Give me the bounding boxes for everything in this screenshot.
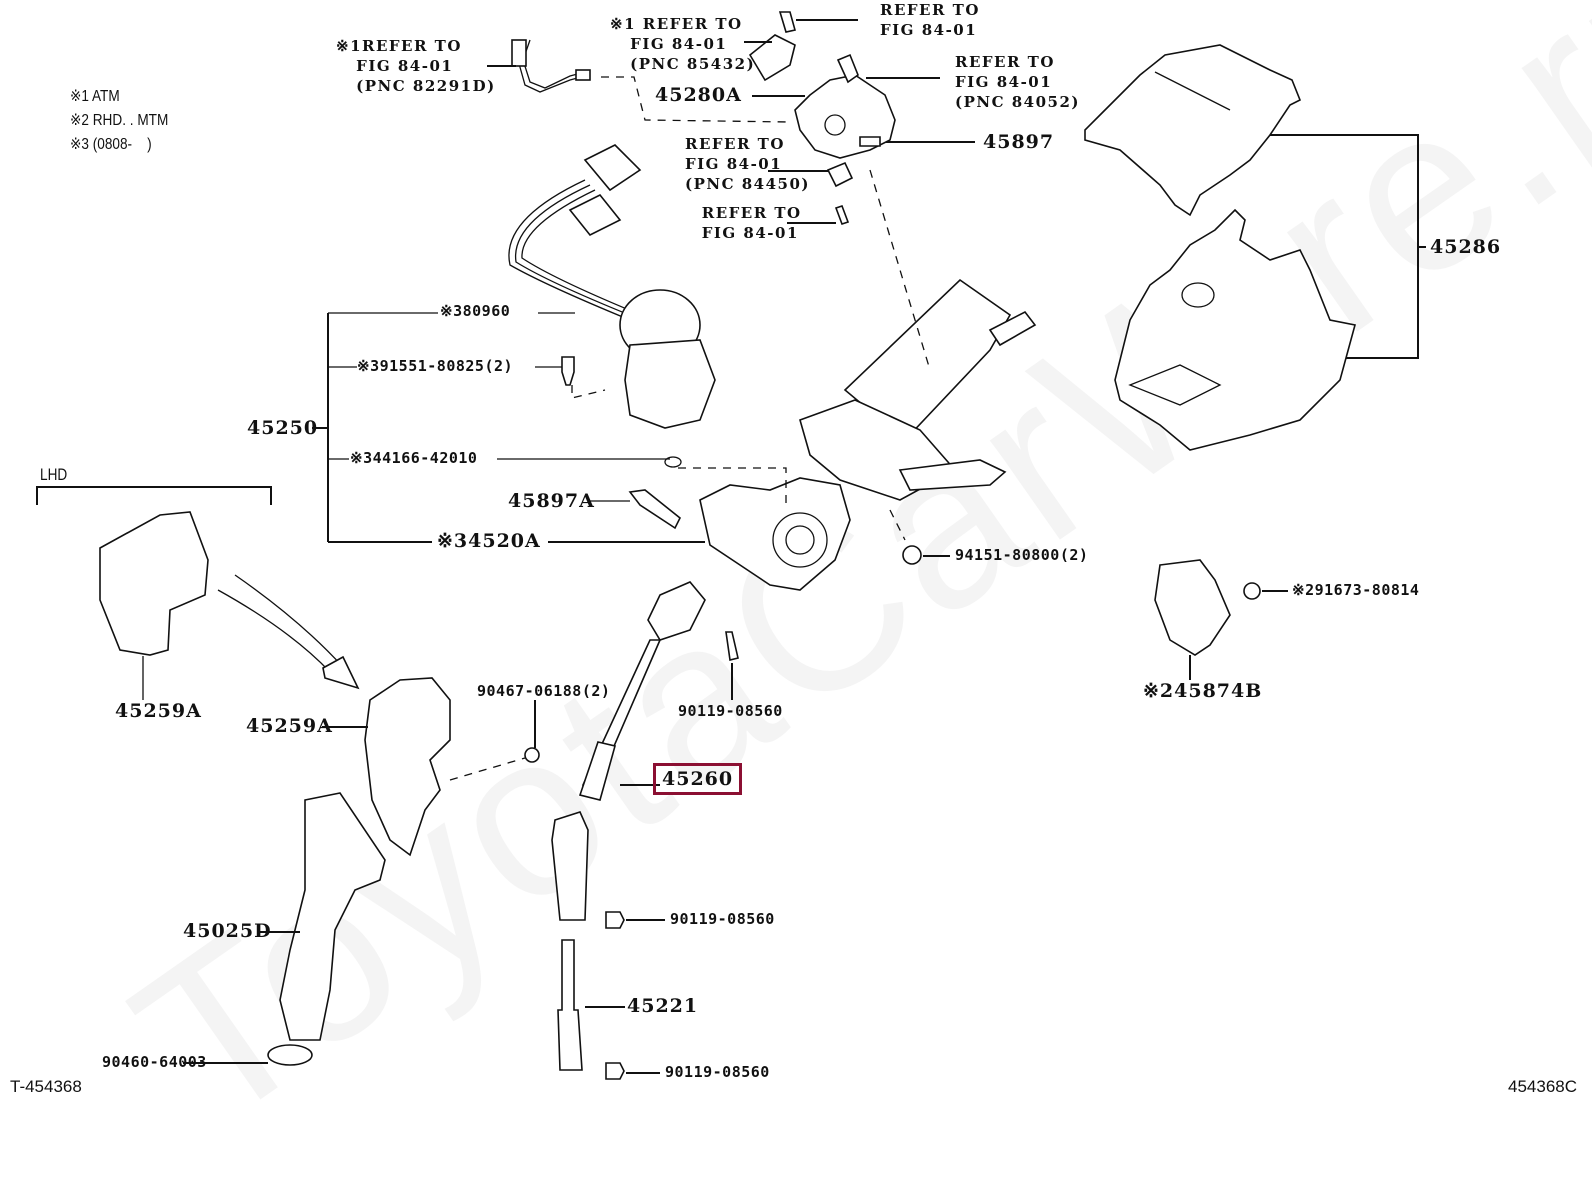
part-label-90119-08560-upper[interactable]: 90119-08560 [678, 702, 783, 720]
bolt-fig [834, 204, 850, 226]
screw-45897 [859, 136, 881, 147]
part-label-45260[interactable]: 45260 [662, 768, 734, 790]
column-tip [988, 310, 1037, 347]
switch-84450 [826, 161, 854, 188]
ref-fig-bolt[interactable]: REFER TO FIG 84-01 [701, 204, 802, 242]
intermediate-shaft-45260 [647, 581, 706, 641]
ref-fig-top[interactable]: REFER TO FIG 84-01 [880, 1, 980, 39]
gear-housing-4520a [699, 477, 851, 591]
part-label-45897a[interactable]: 45897A [508, 490, 595, 512]
highlight-box-45260: 45260 [653, 763, 743, 795]
part-label-90119-08560-mid[interactable]: 90119-08560 [670, 910, 775, 928]
note-rhd-mtm: ※2 RHD. . MTM [70, 112, 169, 129]
bolt-top [778, 11, 796, 33]
figure-code-left: T-454368 [10, 1077, 82, 1096]
part-label-91551-80825[interactable]: ※391551-80825(2) [357, 357, 514, 375]
part-label-45897[interactable]: 45897 [983, 131, 1055, 153]
upper-column-cover [1084, 44, 1302, 217]
bolt-90119-bottom [605, 1062, 625, 1080]
boot-45025d [279, 792, 386, 1041]
part-label-44166-42010[interactable]: ※344166-42010 [350, 449, 478, 467]
part-label-91673-80814[interactable]: ※291673-80814 [1292, 581, 1420, 599]
ref-pnc-84052[interactable]: REFER TO FIG 84-01 (PNC 84052) [955, 53, 1081, 111]
part-label-90119-08560-bottom[interactable]: 90119-08560 [665, 1063, 770, 1081]
steering-column-diagram [36, 11, 1426, 1080]
bolt-45897a [628, 489, 682, 530]
part-label-45025d[interactable]: 45025D [183, 920, 272, 942]
part-label-45259a-lhd[interactable]: 45259A [115, 700, 202, 722]
part-label-45280a[interactable]: 45280A [655, 84, 742, 106]
ref-pnc-85432[interactable]: ※1 REFER TO FIG 84-01 (PNC 85432) [610, 15, 756, 73]
part-label-4520a[interactable]: ※34520A [437, 530, 541, 552]
connector-82291d [511, 39, 527, 67]
part-label-94151-80800[interactable]: 94151-80800(2) [955, 546, 1089, 564]
clamp-90460 [267, 1044, 313, 1066]
lower-column-cover [1114, 208, 1356, 451]
nut-94151 [902, 545, 922, 565]
leader-45250-bracket [312, 312, 705, 543]
figure-code-right: 454368C [1508, 1077, 1578, 1096]
leader-lines [142, 19, 1288, 1074]
ecu-connector-lower [568, 193, 622, 237]
part-label-90467-06188[interactable]: 90467-06188(2) [477, 682, 611, 700]
bolt-90119-mid [605, 911, 625, 929]
bolt-90119-upper [725, 631, 739, 661]
ref-pnc-84450[interactable]: REFER TO FIG 84-01 (PNC 84450) [685, 135, 811, 193]
tilt-lever [898, 459, 1007, 491]
part-label-45250[interactable]: 45250 [247, 417, 319, 439]
note-atm: ※1 ATM [70, 88, 120, 105]
part-label-45874b[interactable]: ※245874B [1143, 680, 1263, 702]
motor-body [624, 339, 716, 429]
bolt-91551 [561, 356, 575, 386]
part-label-45221[interactable]: 45221 [627, 995, 699, 1017]
part-label-45286[interactable]: 45286 [1430, 236, 1502, 258]
bolt-91673 [1243, 582, 1261, 600]
lhd-label: LHD [40, 465, 68, 484]
dust-cover-45259a [364, 677, 451, 857]
o-ring [664, 456, 682, 468]
shaft-45221 [557, 939, 583, 1071]
lhd-bracket [36, 486, 272, 505]
switch-85432 [748, 34, 796, 82]
part-label-80960[interactable]: ※380960 [440, 302, 511, 320]
part-label-90460-64003[interactable]: 90460-64003 [102, 1053, 207, 1071]
connector-end [575, 69, 591, 81]
leader-45286-bracket [1265, 134, 1426, 359]
arrow-icon [217, 574, 360, 690]
switch-84052 [836, 53, 859, 84]
ref-pnc-82291d[interactable]: ※1REFER TO FIG 84-01 (PNC 82291D) [336, 37, 496, 95]
clip-90467 [524, 747, 540, 763]
bracket-45874b [1154, 559, 1231, 656]
note-date-range: ※3 (0808- ) [70, 136, 152, 153]
dust-cover-45259a-lhd [99, 511, 209, 656]
ecu-connector-upper [583, 144, 642, 192]
part-label-45259a[interactable]: 45259A [246, 715, 333, 737]
u-joint-lower [551, 811, 589, 921]
